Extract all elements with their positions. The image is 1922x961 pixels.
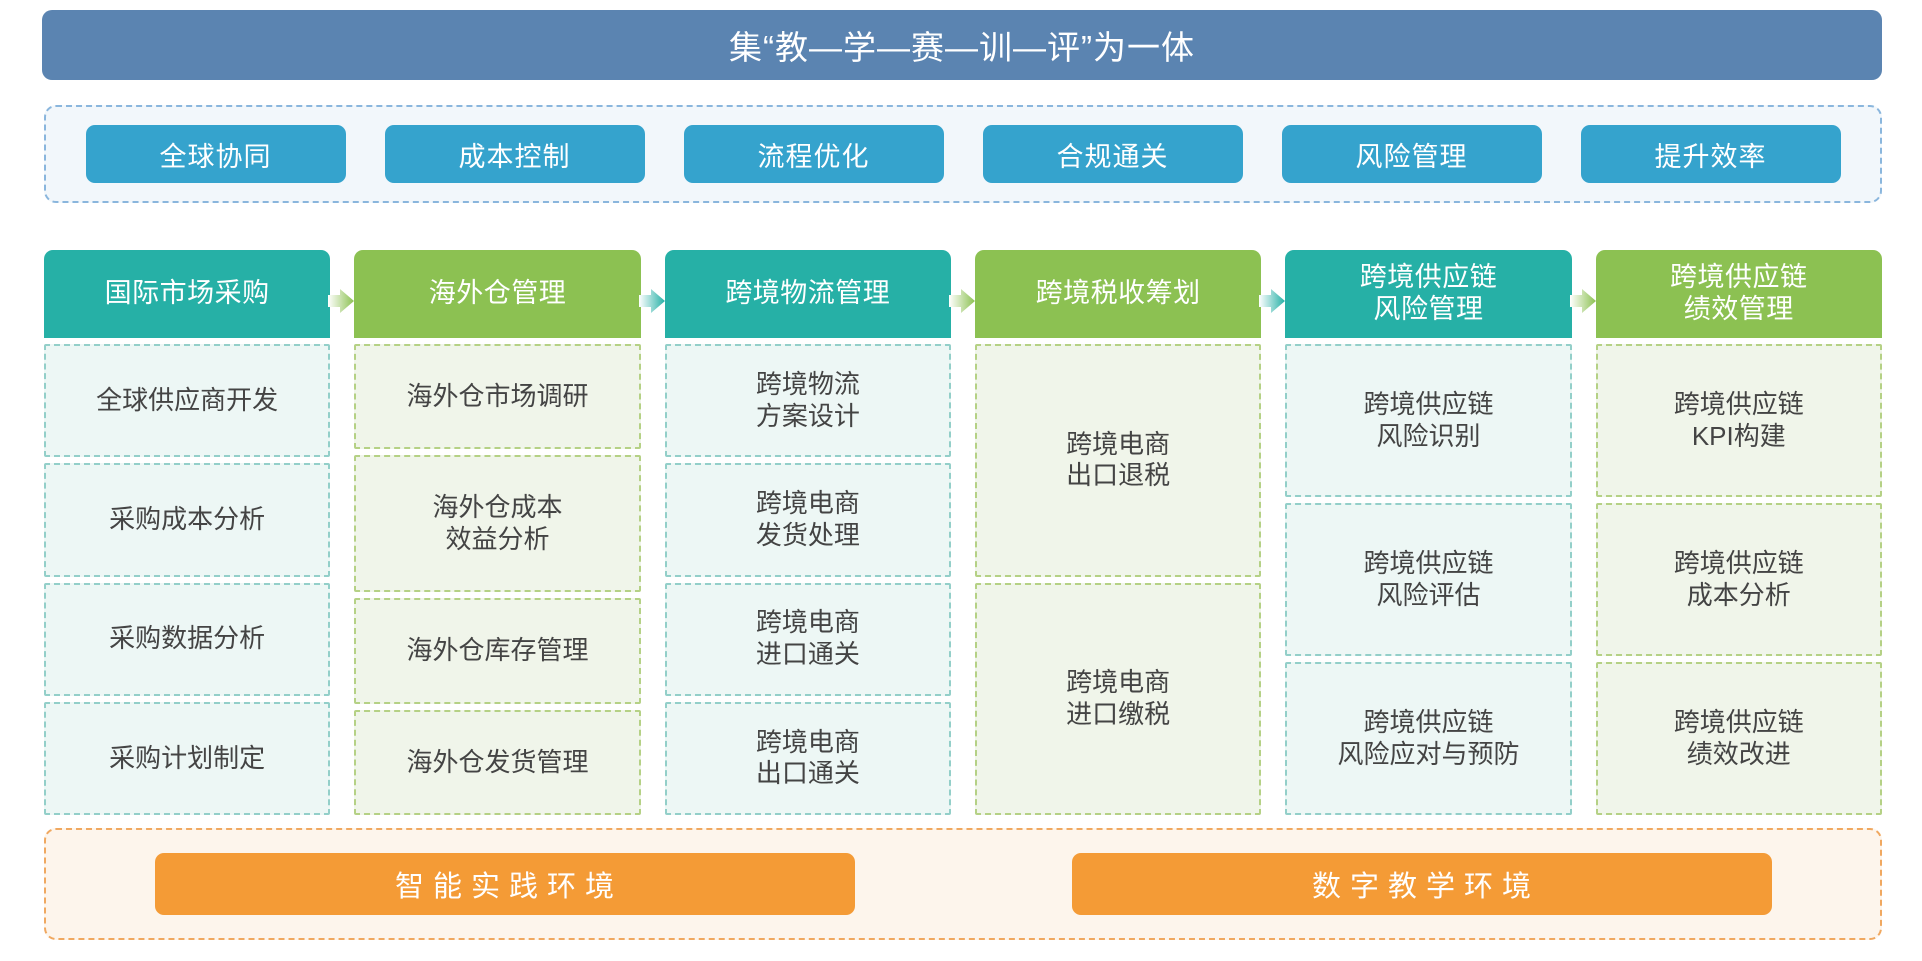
goal-pill[interactable]: 风险管理	[1281, 125, 1542, 183]
flow-cell[interactable]: 海外仓市场调研	[354, 344, 641, 450]
column-header[interactable]: 跨境税收筹划	[974, 250, 1262, 338]
column-cells: 海外仓市场调研海外仓成本 效益分析海外仓库存管理海外仓发货管理	[354, 338, 641, 816]
flow-column: 跨境供应链 风险管理跨境供应链 风险识别跨境供应链 风险评估跨境供应链 风险应对…	[1285, 250, 1596, 815]
flow-cell[interactable]: 跨境电商 发货处理	[664, 463, 951, 577]
environment-pill[interactable]: 智能实践环境	[154, 853, 855, 915]
flow-cell[interactable]: 海外仓成本 效益分析	[354, 455, 641, 593]
column-header[interactable]: 跨境物流管理	[664, 250, 951, 338]
column-header[interactable]: 国际市场采购	[44, 250, 331, 338]
flow-cell[interactable]: 跨境电商 进口缴税	[974, 582, 1262, 815]
column-header[interactable]: 跨境供应链 绩效管理	[1595, 250, 1882, 338]
flow-cell[interactable]: 跨境供应链 KPI构建	[1595, 344, 1882, 497]
goal-pill[interactable]: 流程优化	[683, 125, 944, 183]
column-cells: 跨境电商 出口退税跨境电商 进口缴税	[974, 338, 1262, 815]
flow-cell[interactable]: 采购数据分析	[44, 582, 331, 696]
arrow-right-icon	[947, 286, 977, 316]
flow-cell[interactable]: 跨境电商 进口通关	[664, 582, 951, 696]
flow-cell[interactable]: 全球供应商开发	[44, 344, 331, 458]
flow-column: 国际市场采购全球供应商开发采购成本分析采购数据分析采购计划制定	[44, 250, 355, 815]
flow-cell[interactable]: 跨境物流 方案设计	[664, 344, 951, 458]
flow-columns: 国际市场采购全球供应商开发采购成本分析采购数据分析采购计划制定海外仓管理海外仓市…	[44, 250, 1882, 816]
flow-cell[interactable]: 采购计划制定	[44, 701, 331, 815]
flow-cell[interactable]: 跨境供应链 风险应对与预防	[1285, 662, 1572, 815]
goal-pill[interactable]: 合规通关	[982, 125, 1243, 183]
flow-cell[interactable]: 海外仓发货管理	[354, 709, 641, 816]
column-header[interactable]: 海外仓管理	[354, 250, 641, 338]
arrow-right-icon	[637, 286, 667, 316]
arrow-right-icon	[1257, 286, 1287, 316]
goal-pill[interactable]: 成本控制	[384, 125, 645, 183]
column-cells: 跨境物流 方案设计跨境电商 发货处理跨境电商 进口通关跨境电商 出口通关	[664, 338, 951, 815]
column-header[interactable]: 跨境供应链 风险管理	[1285, 250, 1572, 338]
arrow-right-icon	[326, 286, 356, 316]
goal-pill[interactable]: 提升效率	[1580, 125, 1841, 183]
goals-band: 全球协同成本控制流程优化合规通关风险管理提升效率	[44, 105, 1882, 203]
flow-cell[interactable]: 跨境供应链 风险评估	[1285, 503, 1572, 656]
column-cells: 跨境供应链 KPI构建跨境供应链 成本分析跨境供应链 绩效改进	[1595, 338, 1882, 815]
flow-cell[interactable]: 跨境供应链 绩效改进	[1595, 662, 1882, 815]
arrow-right-icon	[1568, 286, 1598, 316]
flow-column: 海外仓管理海外仓市场调研海外仓成本 效益分析海外仓库存管理海外仓发货管理	[354, 250, 665, 816]
page-title: 集“教—学—赛—训—评”为一体	[42, 10, 1882, 80]
flow-cell[interactable]: 跨境供应链 成本分析	[1595, 503, 1882, 656]
flow-column: 跨境供应链 绩效管理跨境供应链 KPI构建跨境供应链 成本分析跨境供应链 绩效改…	[1595, 250, 1882, 815]
flow-cell[interactable]: 跨境供应链 风险识别	[1285, 344, 1572, 497]
flow-column: 跨境税收筹划跨境电商 出口退税跨境电商 进口缴税	[974, 250, 1286, 815]
column-cells: 全球供应商开发采购成本分析采购数据分析采购计划制定	[44, 338, 331, 815]
environment-pill[interactable]: 数字教学环境	[1071, 853, 1772, 915]
goal-pill[interactable]: 全球协同	[85, 125, 346, 183]
column-cells: 跨境供应链 风险识别跨境供应链 风险评估跨境供应链 风险应对与预防	[1285, 338, 1572, 815]
flow-cell[interactable]: 跨境电商 出口通关	[664, 701, 951, 815]
flow-cell[interactable]: 跨境电商 出口退税	[974, 344, 1262, 577]
flow-cell[interactable]: 采购成本分析	[44, 463, 331, 577]
flow-column: 跨境物流管理跨境物流 方案设计跨境电商 发货处理跨境电商 进口通关跨境电商 出口…	[664, 250, 975, 815]
environments-band: 智能实践环境 数字教学环境	[44, 828, 1882, 940]
flow-cell[interactable]: 海外仓库存管理	[354, 598, 641, 704]
